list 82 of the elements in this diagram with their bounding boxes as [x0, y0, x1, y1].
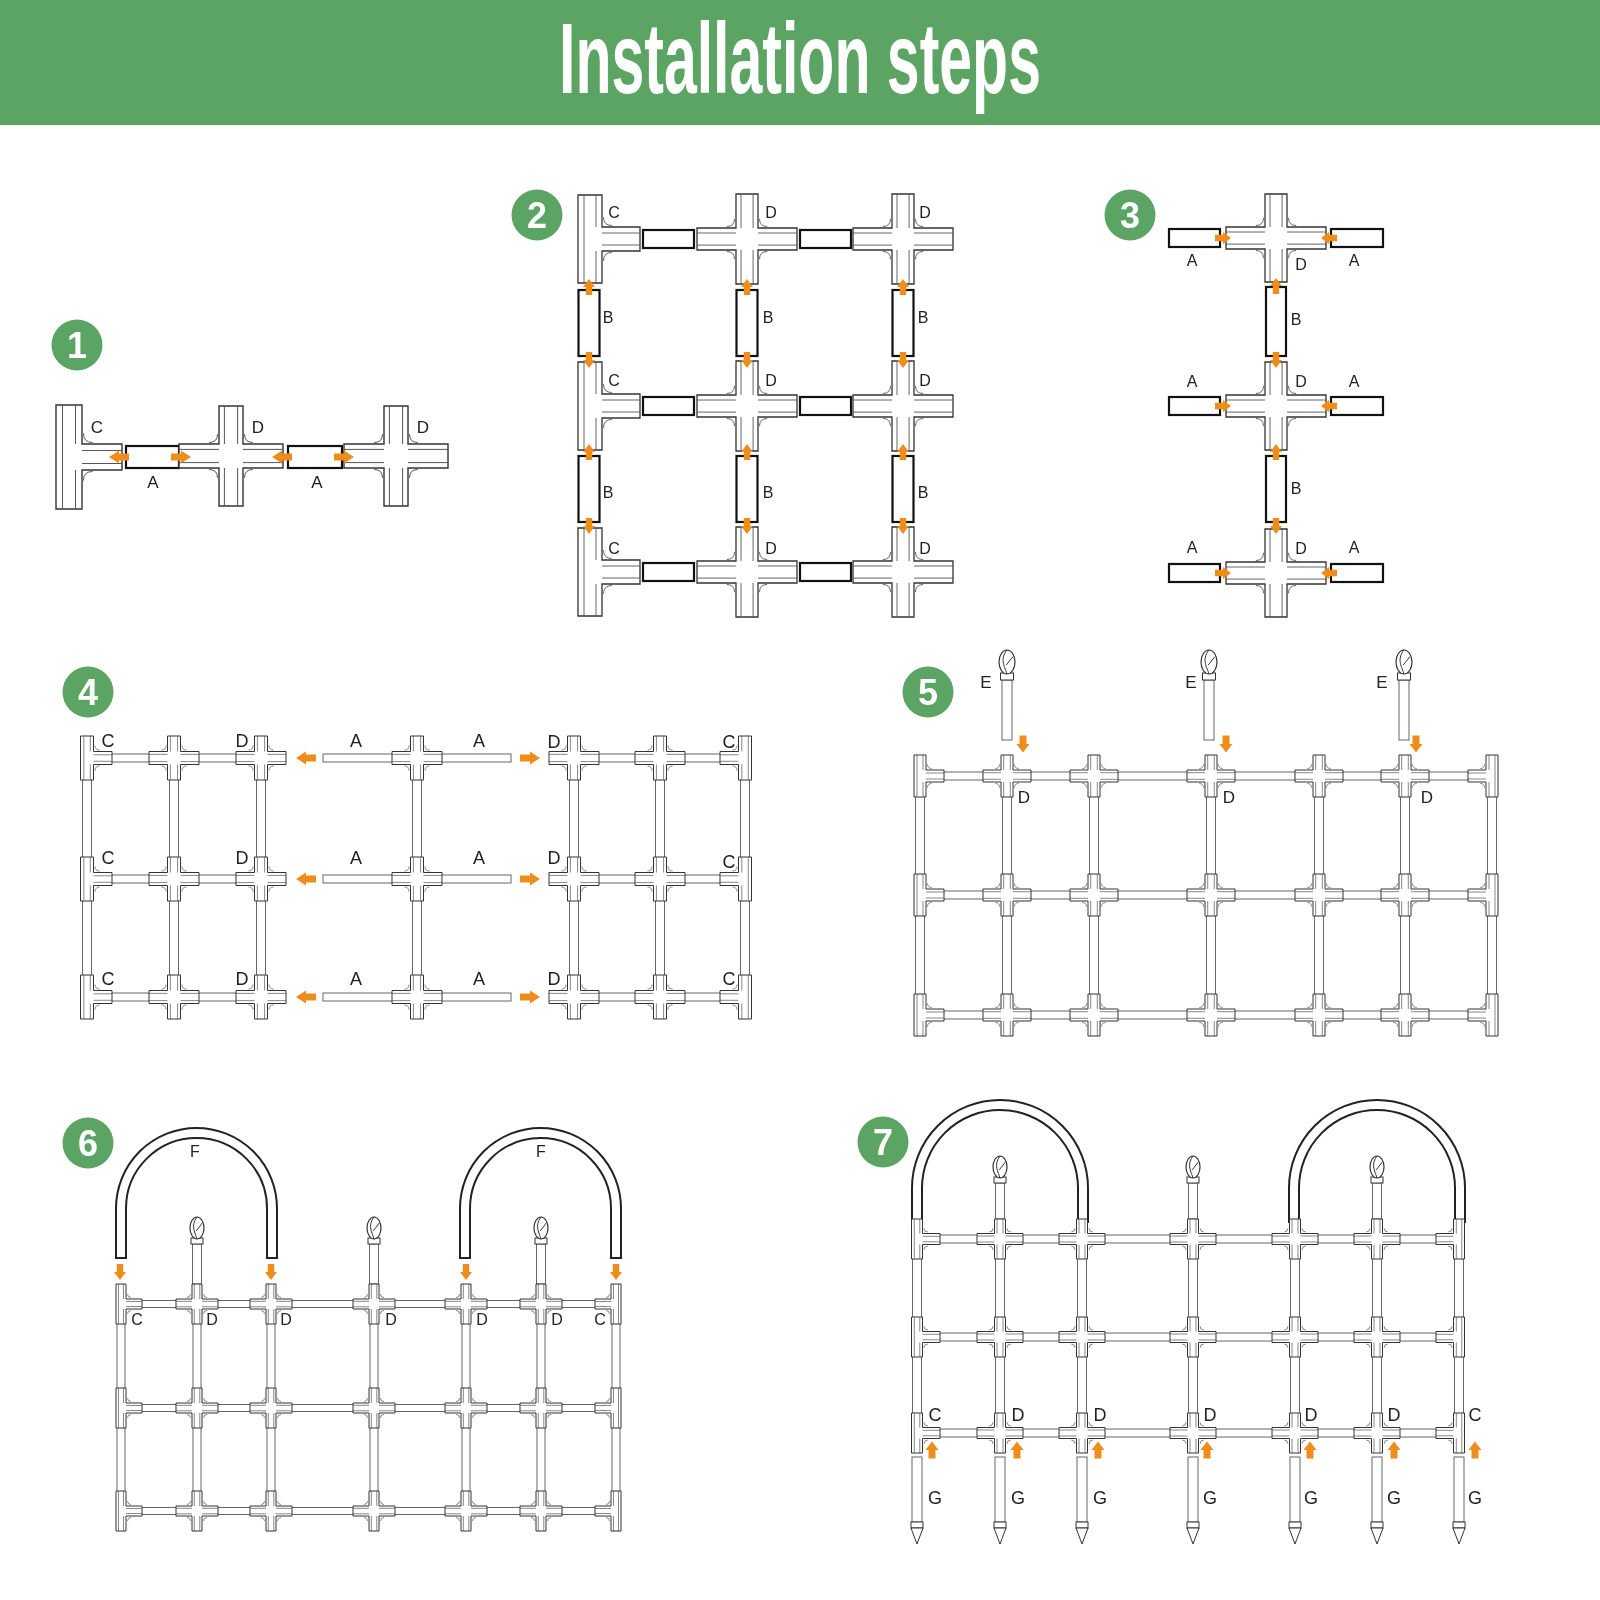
part-letter: E	[980, 673, 992, 691]
step-number-badge: 2	[511, 189, 563, 241]
part-letter: D	[235, 970, 249, 988]
part-letter: A	[1186, 540, 1198, 556]
part-letter: D	[251, 418, 265, 436]
part-letter: A	[1186, 374, 1198, 390]
part-letter: A	[350, 970, 362, 988]
part-letter: C	[90, 418, 104, 436]
part-letter: C	[722, 970, 736, 988]
part-letter: C	[131, 1312, 143, 1328]
part-letter: C	[928, 1406, 942, 1424]
part-letter: D	[1222, 788, 1236, 806]
part-letter: D	[1420, 788, 1434, 806]
part-letter: D	[476, 1312, 488, 1328]
part-letter: G	[1304, 1489, 1318, 1507]
part-letter: B	[602, 310, 614, 326]
part-letter: D	[1295, 257, 1307, 273]
part-letter: A	[473, 849, 485, 867]
part-letter: C	[101, 732, 115, 750]
part-letter: A	[1348, 540, 1360, 556]
part-letter: B	[762, 310, 774, 326]
part-letter: A	[1348, 253, 1360, 269]
part-letter: D	[235, 732, 249, 750]
part-letter: D	[547, 733, 561, 751]
part-letter: G	[1468, 1489, 1482, 1507]
part-letter: D	[1295, 374, 1307, 390]
part-letter: G	[928, 1489, 942, 1507]
part-letter: D	[280, 1312, 292, 1328]
part-letter: D	[765, 541, 777, 557]
part-letter: C	[101, 849, 115, 867]
part-letter: B	[1290, 312, 1302, 328]
part-letter: C	[722, 733, 736, 751]
part-letter: D	[235, 849, 249, 867]
part-letter: D	[1387, 1406, 1401, 1424]
part-letter: G	[1203, 1489, 1217, 1507]
part-letter: D	[1011, 1406, 1025, 1424]
part-letter: F	[536, 1144, 546, 1160]
part-letter: B	[602, 485, 614, 501]
part-letter: A	[350, 849, 362, 867]
part-letter: D	[547, 970, 561, 988]
part-letter: A	[473, 732, 485, 750]
part-letter: B	[1290, 481, 1302, 497]
part-letter: D	[1017, 788, 1031, 806]
part-letter: D	[765, 205, 777, 221]
part-letter: D	[1304, 1406, 1318, 1424]
part-letter: D	[1093, 1406, 1107, 1424]
part-letter: B	[762, 485, 774, 501]
part-letter: D	[919, 373, 931, 389]
part-letter: D	[551, 1312, 563, 1328]
part-letter: B	[917, 485, 929, 501]
part-letter: D	[765, 373, 777, 389]
part-letter: D	[385, 1312, 397, 1328]
part-letter: C	[101, 970, 115, 988]
part-letter: G	[1387, 1489, 1401, 1507]
part-letter: D	[206, 1312, 218, 1328]
part-letter: D	[547, 849, 561, 867]
step-number-badge: 1	[51, 319, 103, 371]
part-letter: A	[350, 732, 362, 750]
part-letter: C	[722, 853, 736, 871]
part-letter: C	[608, 205, 620, 221]
part-letter: B	[917, 310, 929, 326]
part-letter: C	[1468, 1406, 1482, 1424]
part-letter: A	[473, 970, 485, 988]
part-letter: F	[190, 1144, 200, 1160]
part-letter: C	[608, 541, 620, 557]
part-letter: A	[311, 473, 323, 491]
title: Installation steps	[559, 1, 1041, 116]
part-letter: C	[594, 1312, 606, 1328]
part-letter: E	[1376, 673, 1388, 691]
part-letter: C	[608, 373, 620, 389]
part-letter: D	[919, 205, 931, 221]
part-letter: G	[1011, 1489, 1025, 1507]
part-letter: A	[147, 473, 159, 491]
part-letter: D	[919, 541, 931, 557]
part-letter: D	[1295, 541, 1307, 557]
step-number-badge: 3	[1104, 189, 1156, 241]
part-letter: D	[416, 418, 430, 436]
part-letter: D	[1203, 1406, 1217, 1424]
part-letter: A	[1186, 253, 1198, 269]
part-letter: G	[1093, 1489, 1107, 1507]
part-letter: A	[1348, 374, 1360, 390]
part-letter: E	[1185, 673, 1197, 691]
